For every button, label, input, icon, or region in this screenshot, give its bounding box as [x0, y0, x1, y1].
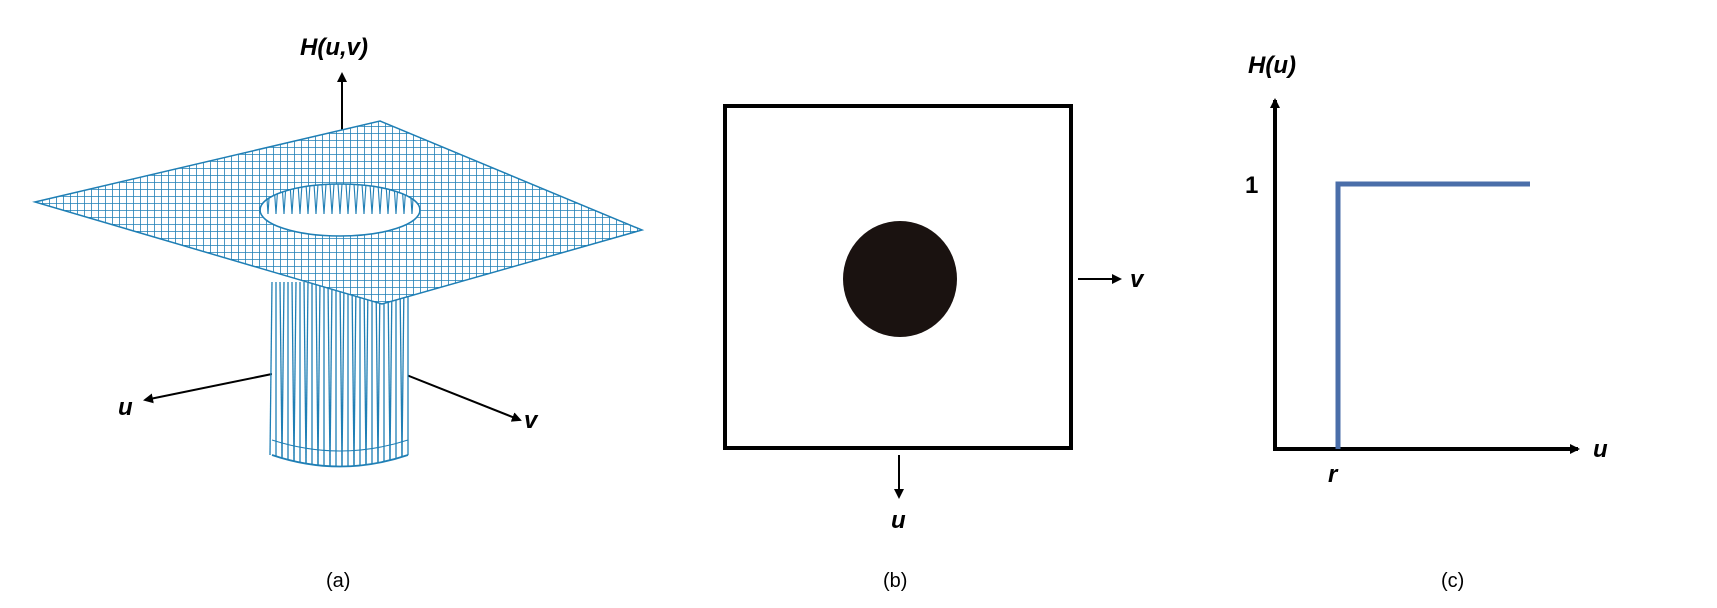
x-tick-r: r [1328, 461, 1339, 488]
axis-u-arrow [143, 373, 273, 404]
axis-v-label-b: v [1130, 266, 1145, 293]
caption-b: (b) [883, 570, 907, 592]
panel-c: H(u) u 1 r (c) [1245, 52, 1608, 592]
axis-h-label-c: H(u) [1248, 52, 1296, 79]
stopband-disk [843, 221, 957, 337]
axis-h-label: H(u,v) [300, 34, 368, 61]
axis-u-label: u [118, 394, 133, 421]
plane-hole [259, 183, 421, 237]
panel-a: H(u,v) u v (a) [32, 34, 645, 592]
axis-u-label-c: u [1593, 436, 1608, 463]
axis-v-arrow [403, 373, 522, 422]
highpass-step-line [1335, 181, 1530, 449]
y-tick-1: 1 [1245, 172, 1258, 199]
axis-v-label: v [524, 407, 539, 434]
caption-c: (c) [1441, 570, 1464, 592]
axis-u-label-b: u [891, 507, 906, 534]
pillar-mesh [269, 280, 409, 468]
panel-b: v u (b) [723, 104, 1145, 592]
caption-a: (a) [326, 570, 350, 592]
